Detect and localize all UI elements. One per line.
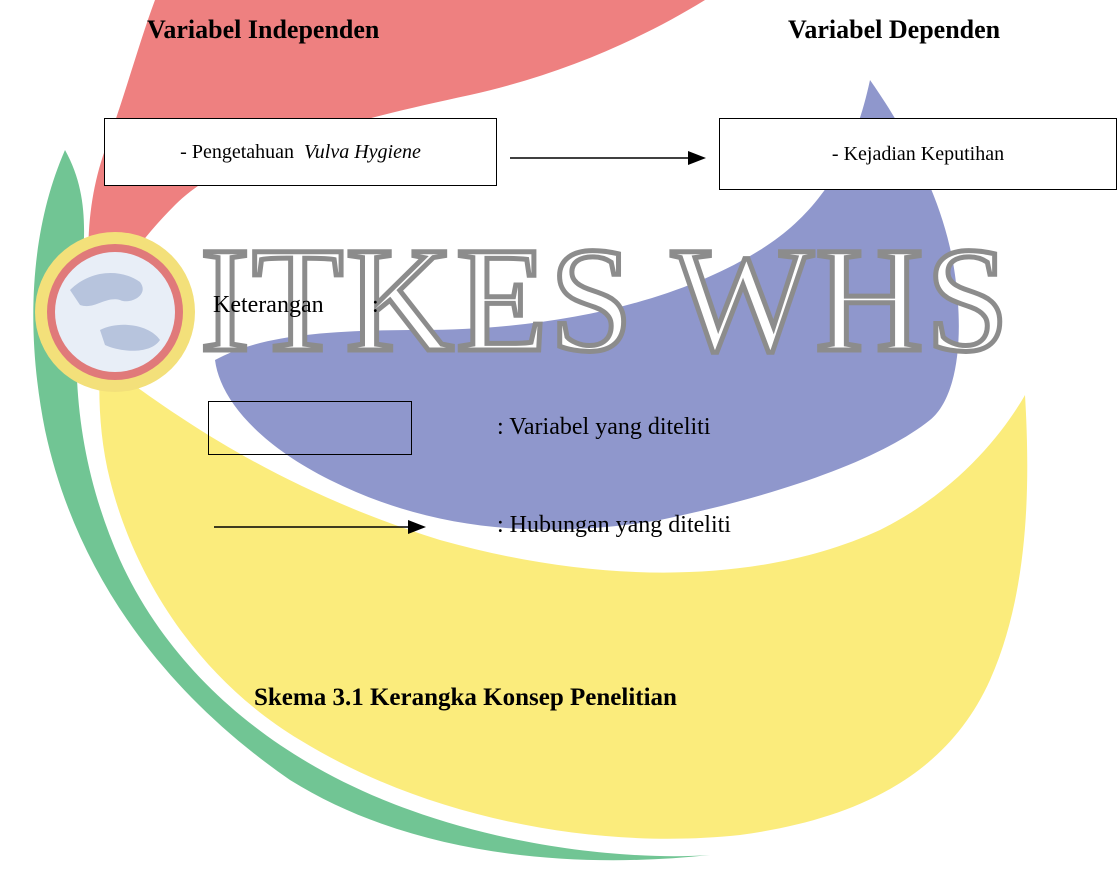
watermark-yellow-swoosh [99,360,1028,839]
relationship-arrow [510,151,706,165]
watermark-red-swoosh [88,0,705,380]
legend-box-symbol [208,401,412,455]
watermark-green-swoosh [33,150,711,861]
watermark-logo-lettering: ITKES WHS [200,217,1011,383]
watermark-seal-globe [55,252,175,372]
legend-arrow-symbol [214,520,426,534]
dependent-variable-heading: Variabel Dependen [788,15,1001,44]
figure-caption: Skema 3.1 Kerangka Konsep Penelitian [254,684,677,711]
independent-variable-prefix: - Pengetahuan [180,140,295,163]
legend-box-meaning: : Variabel yang diteliti [497,414,711,440]
dependent-variable-box: - Kejadian Keputihan [719,118,1117,190]
watermark-blue-swoosh [215,80,959,530]
legend-arrow-meaning: : Hubungan yang diteliti [497,512,731,538]
independent-variable-italic-term: Vulva Hygiene [304,140,421,163]
legend-title-colon: : [372,292,379,318]
dependent-variable-text: - Kejadian Keputihan [831,142,1005,165]
legend-title: Keterangan [213,292,324,318]
watermark-globe-land [70,272,160,351]
independent-variable-heading: Variabel Independen [147,15,380,44]
independent-variable-box: - Pengetahuan Vulva Hygiene [104,118,497,186]
